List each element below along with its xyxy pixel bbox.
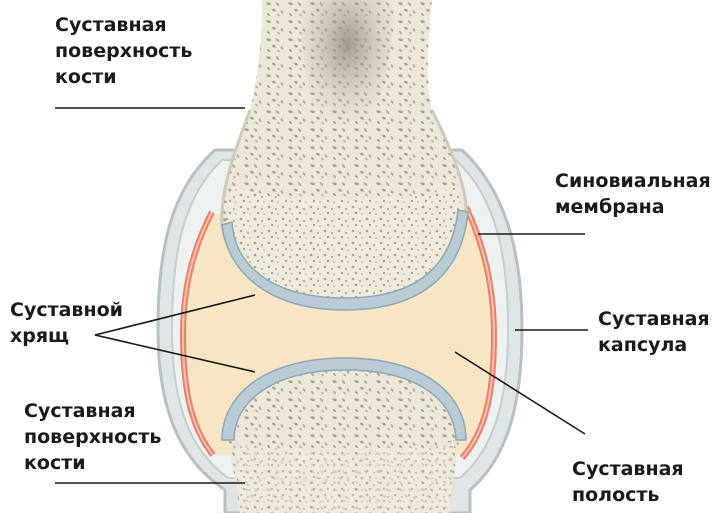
- leader-cartilage-lower: [94, 334, 256, 373]
- lower-cartilage: [221, 357, 467, 441]
- leader-lines: [55, 107, 588, 484]
- label-cartilage: Суставной хрящ: [10, 299, 123, 347]
- label-top-bone-surface: Суставная поверхность кости: [55, 14, 193, 88]
- leader-cavity: [454, 351, 586, 435]
- label-capsule: Суставная капсула: [598, 308, 710, 356]
- label-bottom-bone-surface: Суставная поверхность кости: [24, 400, 162, 474]
- leader-cartilage-upper: [94, 294, 256, 336]
- label-synovial-membrane: Синовиальная мембрана: [555, 170, 711, 218]
- label-cavity: Суставная полость: [572, 458, 684, 506]
- upper-cartilage: [221, 209, 469, 311]
